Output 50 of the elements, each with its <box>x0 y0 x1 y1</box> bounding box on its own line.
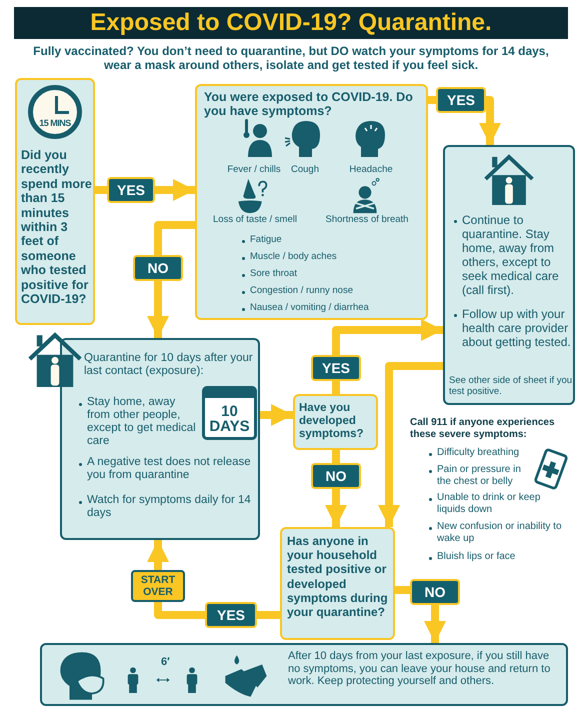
edge-label: NO <box>311 463 361 489</box>
bullet-item: Follow up with your health care provider about getting tested. <box>453 307 575 349</box>
edge-label: YES <box>436 87 486 113</box>
subtitle: Fully vaccinated? You don’t need to quarantine, but DO watch your symptoms for 14 days, wear a mask around others, isolate and get tested if you feel sick. <box>32 44 550 72</box>
note-text: See other side of sheet if you test positive. <box>449 375 573 397</box>
bullet-item: Watch for symptoms daily for 14 days <box>78 494 256 520</box>
body-text: Quarantine for 10 days after your last contact (exposure): <box>84 352 254 378</box>
edge-label: YES <box>311 355 361 381</box>
bullet-item: Sore throat <box>241 268 421 279</box>
question-text: Did you recently spend more than 15 minutes within 3 feet of someone who tested positive for COVID-19? <box>21 148 93 306</box>
bullet-item: Stay home, away from other people, except to get medical care <box>78 396 200 448</box>
bullet-item: Continue to quarantine. Stay home, away from others, except to seek medical care (call first). <box>453 213 575 297</box>
bullet-item: Bluish lips or face <box>428 551 568 562</box>
symptom-label: Headache <box>348 164 394 175</box>
title: Exposed to COVID-19? Quarantine. <box>14 7 568 39</box>
decision-box <box>280 527 395 640</box>
distance-label: 6′ <box>161 656 171 668</box>
bullet-item: Nausea / vomiting / diarrhea <box>241 302 421 313</box>
arrow <box>378 362 443 527</box>
bullet-item: Pain or pressure in the chest or belly <box>428 464 533 487</box>
bullet-item: Fatigue <box>241 234 421 245</box>
edge-label: NO <box>133 255 183 281</box>
info-box <box>60 338 260 540</box>
bullet-item: New confusion or inability to wake up <box>428 521 568 544</box>
clock-icon: 15 MINS <box>28 85 82 139</box>
heading-text: You were exposed to COVID-19. Do you have symptoms? <box>204 90 414 118</box>
info-box <box>40 643 568 706</box>
body-text: After 10 days from your last exposure, if you still have no symptoms, you can leave your house and return to work. Keep protecting yourself and others. <box>288 650 552 688</box>
bullet-item: A negative test does not release you from quarantine <box>78 456 256 482</box>
symptom-label: Shortness of breath <box>324 214 410 225</box>
bullet-item: Muscle / body aches <box>241 251 421 262</box>
edge-label: YES <box>205 602 257 628</box>
calendar-icon: 10 DAYS <box>202 386 257 440</box>
bullet-item: Unable to drink or keep liquids down <box>428 492 563 515</box>
decision-box <box>293 394 378 450</box>
bullet-item: Congestion / runny nose <box>241 285 421 296</box>
bullet-item: Difficulty breathing <box>428 447 533 458</box>
arrow <box>147 221 195 338</box>
heading-text: Call 911 if anyone experiences these severe symptoms: <box>410 417 556 441</box>
edge-label: YES <box>107 177 155 203</box>
question-text: Has anyone in your household tested positive or developed symptoms during your quarantine? <box>287 534 389 620</box>
question-box <box>195 84 428 320</box>
question-text: Have you developed symptoms? <box>299 402 365 441</box>
arrow <box>332 319 443 394</box>
question-box <box>15 78 95 325</box>
arrow <box>260 404 293 426</box>
symptom-label: Loss of taste / smell <box>212 214 298 225</box>
start-over-tag: START OVER <box>131 570 185 602</box>
edge-label: NO <box>410 579 460 605</box>
info-box <box>443 145 575 405</box>
